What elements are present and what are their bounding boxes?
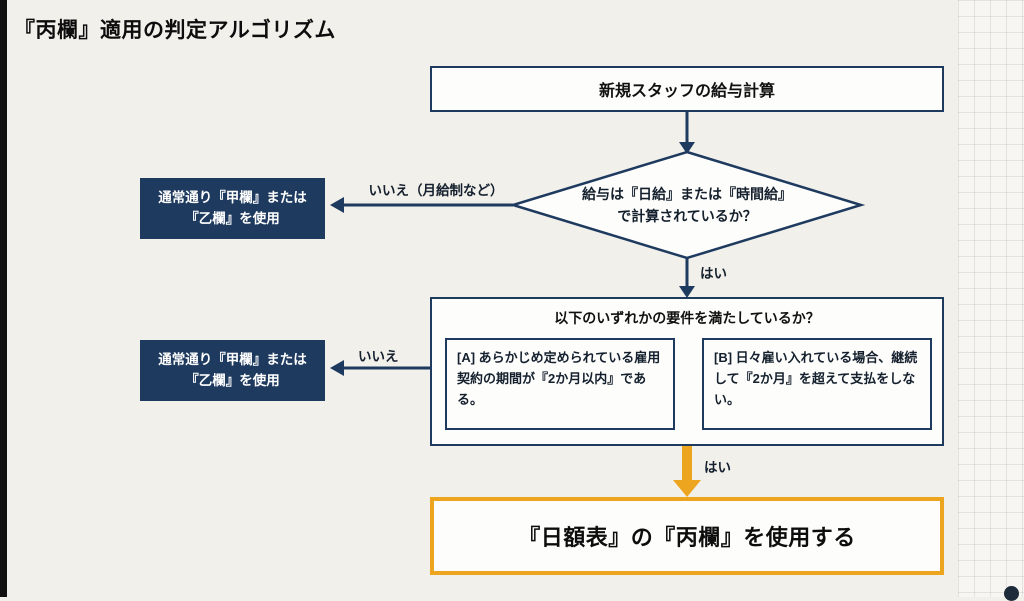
decision1-yes-label: はい <box>700 266 727 281</box>
decision2-yes-label: はい <box>704 460 731 475</box>
start-node-label: 新規スタッフの給与計算 <box>598 83 775 100</box>
decision1-question-line2: で計算されているか？ <box>617 208 757 225</box>
page-title: 『丙欄』適用の判定アルゴリズム <box>14 19 336 42</box>
fallback-node-2-line1: 通常通り『甲欄』または <box>158 351 307 367</box>
grid-paper-background <box>958 0 1024 597</box>
decision1-question-line1: 給与は『日給』または『時間給』 <box>582 186 792 202</box>
result-node-label: 『日額表』の『丙欄』を使用する <box>518 525 856 550</box>
decision1-no-label: いいえ（月給制など） <box>368 183 504 198</box>
condition-b-box: [B] 日々雇い入れている場合、継続して『2か月』を超えて支払をしない。 <box>702 338 932 430</box>
decision1-question: 給与は『日給』または『時間給』 で計算されているか？ <box>540 183 834 228</box>
fallback-node-1: 通常通り『甲欄』または 『乙欄』を使用 <box>140 178 325 239</box>
condition-b-text: [B] 日々雇い入れている場合、継続して『2か月』を超えて支払をしない。 <box>714 350 918 407</box>
fallback-node-2: 通常通り『甲欄』または 『乙欄』を使用 <box>140 340 325 401</box>
requirements-header: 以下のいずれかの要件を満たしているか？ <box>554 310 820 326</box>
result-node: 『日額表』の『丙欄』を使用する <box>430 497 944 575</box>
corner-dot <box>1004 586 1019 601</box>
decision2-no-label: いいえ <box>358 349 399 364</box>
condition-a-box: [A] あらかじめ定められている雇用契約の期間が『2か月以内』である。 <box>445 338 675 430</box>
fallback-node-1-line2: 『乙欄』を使用 <box>185 210 280 226</box>
fallback-node-2-line2: 『乙欄』を使用 <box>185 372 280 388</box>
fallback-node-1-line1: 通常通り『甲欄』または <box>158 189 307 205</box>
arrowhead-start-to-decision1 <box>679 142 695 154</box>
arrowhead-decision1-no <box>330 197 344 213</box>
start-node: 新規スタッフの給与計算 <box>430 66 944 112</box>
arrowhead-decision2-no <box>330 360 344 376</box>
condition-a-text: [A] あらかじめ定められている雇用契約の期間が『2か月以内』である。 <box>457 350 661 407</box>
requirements-node: 以下のいずれかの要件を満たしているか？ [A] あらかじめ定められている雇用契約… <box>430 297 944 446</box>
arrowhead-decision2-yes <box>673 480 701 497</box>
left-edge-bar <box>0 0 7 597</box>
